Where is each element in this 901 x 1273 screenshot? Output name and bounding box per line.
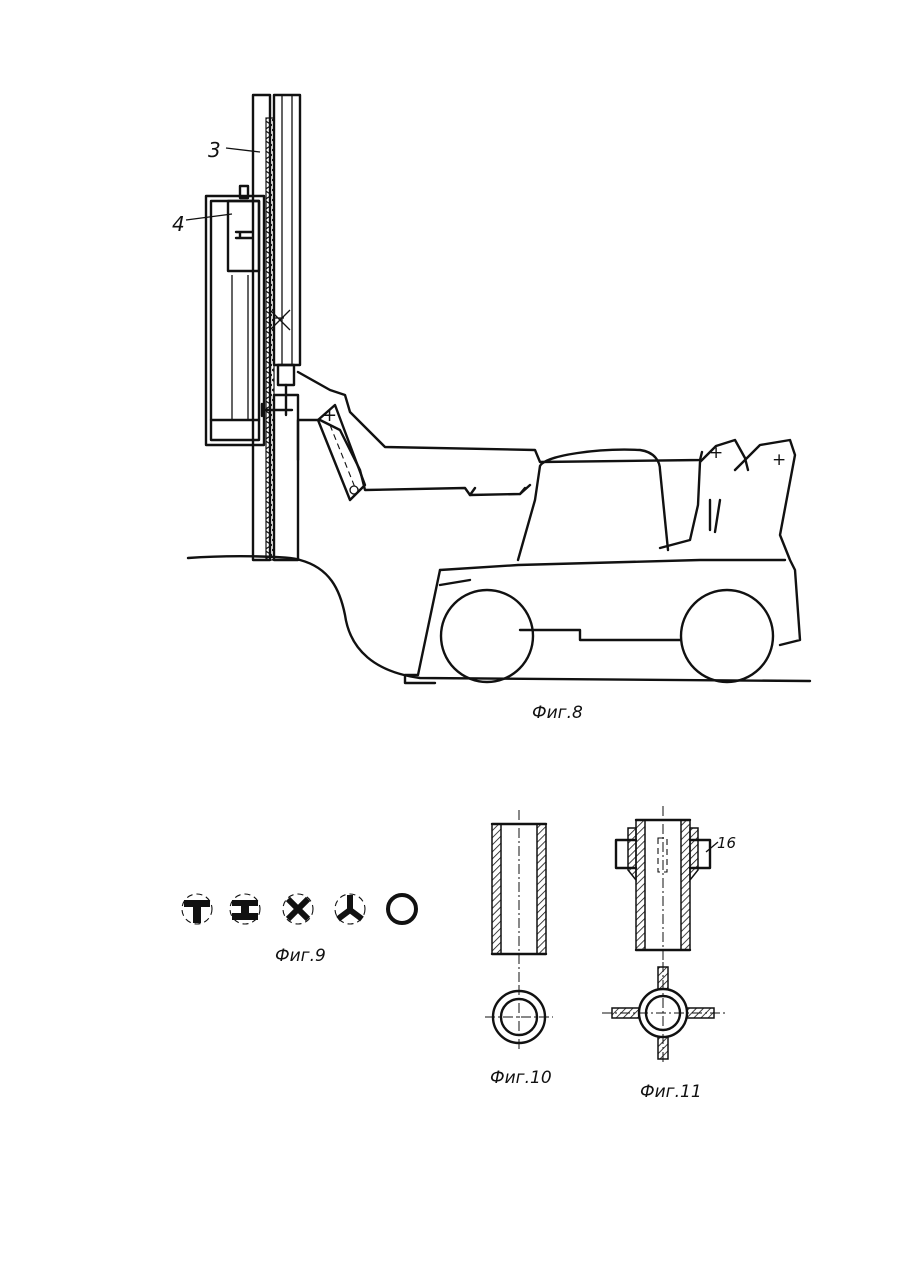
vehicle-body: + +	[405, 440, 800, 683]
carriage-4	[206, 186, 292, 445]
boom-arm: +	[298, 372, 702, 500]
figure-8-caption: Фиг.8	[532, 703, 583, 723]
front-wheel	[441, 590, 533, 682]
figure-10-plain-tube: Фиг.10	[485, 810, 553, 1088]
tube-section	[388, 895, 416, 923]
t-profile-section	[182, 894, 212, 924]
label-carriage-4: 4	[172, 212, 185, 236]
figure-11-finned-tube: 16 Фиг.11	[602, 806, 736, 1102]
label-mast-3: 3	[208, 138, 221, 162]
three-blade-section	[335, 894, 365, 924]
rear-wheel	[681, 590, 773, 682]
figure-10-caption: Фиг.10	[490, 1068, 552, 1088]
i-beam-section	[230, 894, 260, 924]
cross-profile-section	[283, 894, 313, 924]
svg-text:+: +	[772, 450, 786, 470]
figure-11-caption: Фиг.11	[640, 1082, 702, 1102]
figure-9-cross-sections: Фиг.9	[182, 894, 416, 966]
ground-terrain	[188, 556, 810, 681]
figure-8-drilling-machine: + + + 3 4 Фиг.8	[172, 95, 810, 723]
figure-9-caption: Фиг.9	[275, 946, 326, 966]
svg-text:+: +	[322, 405, 337, 426]
label-fin-16: 16	[717, 834, 736, 852]
svg-text:+: +	[709, 443, 723, 463]
